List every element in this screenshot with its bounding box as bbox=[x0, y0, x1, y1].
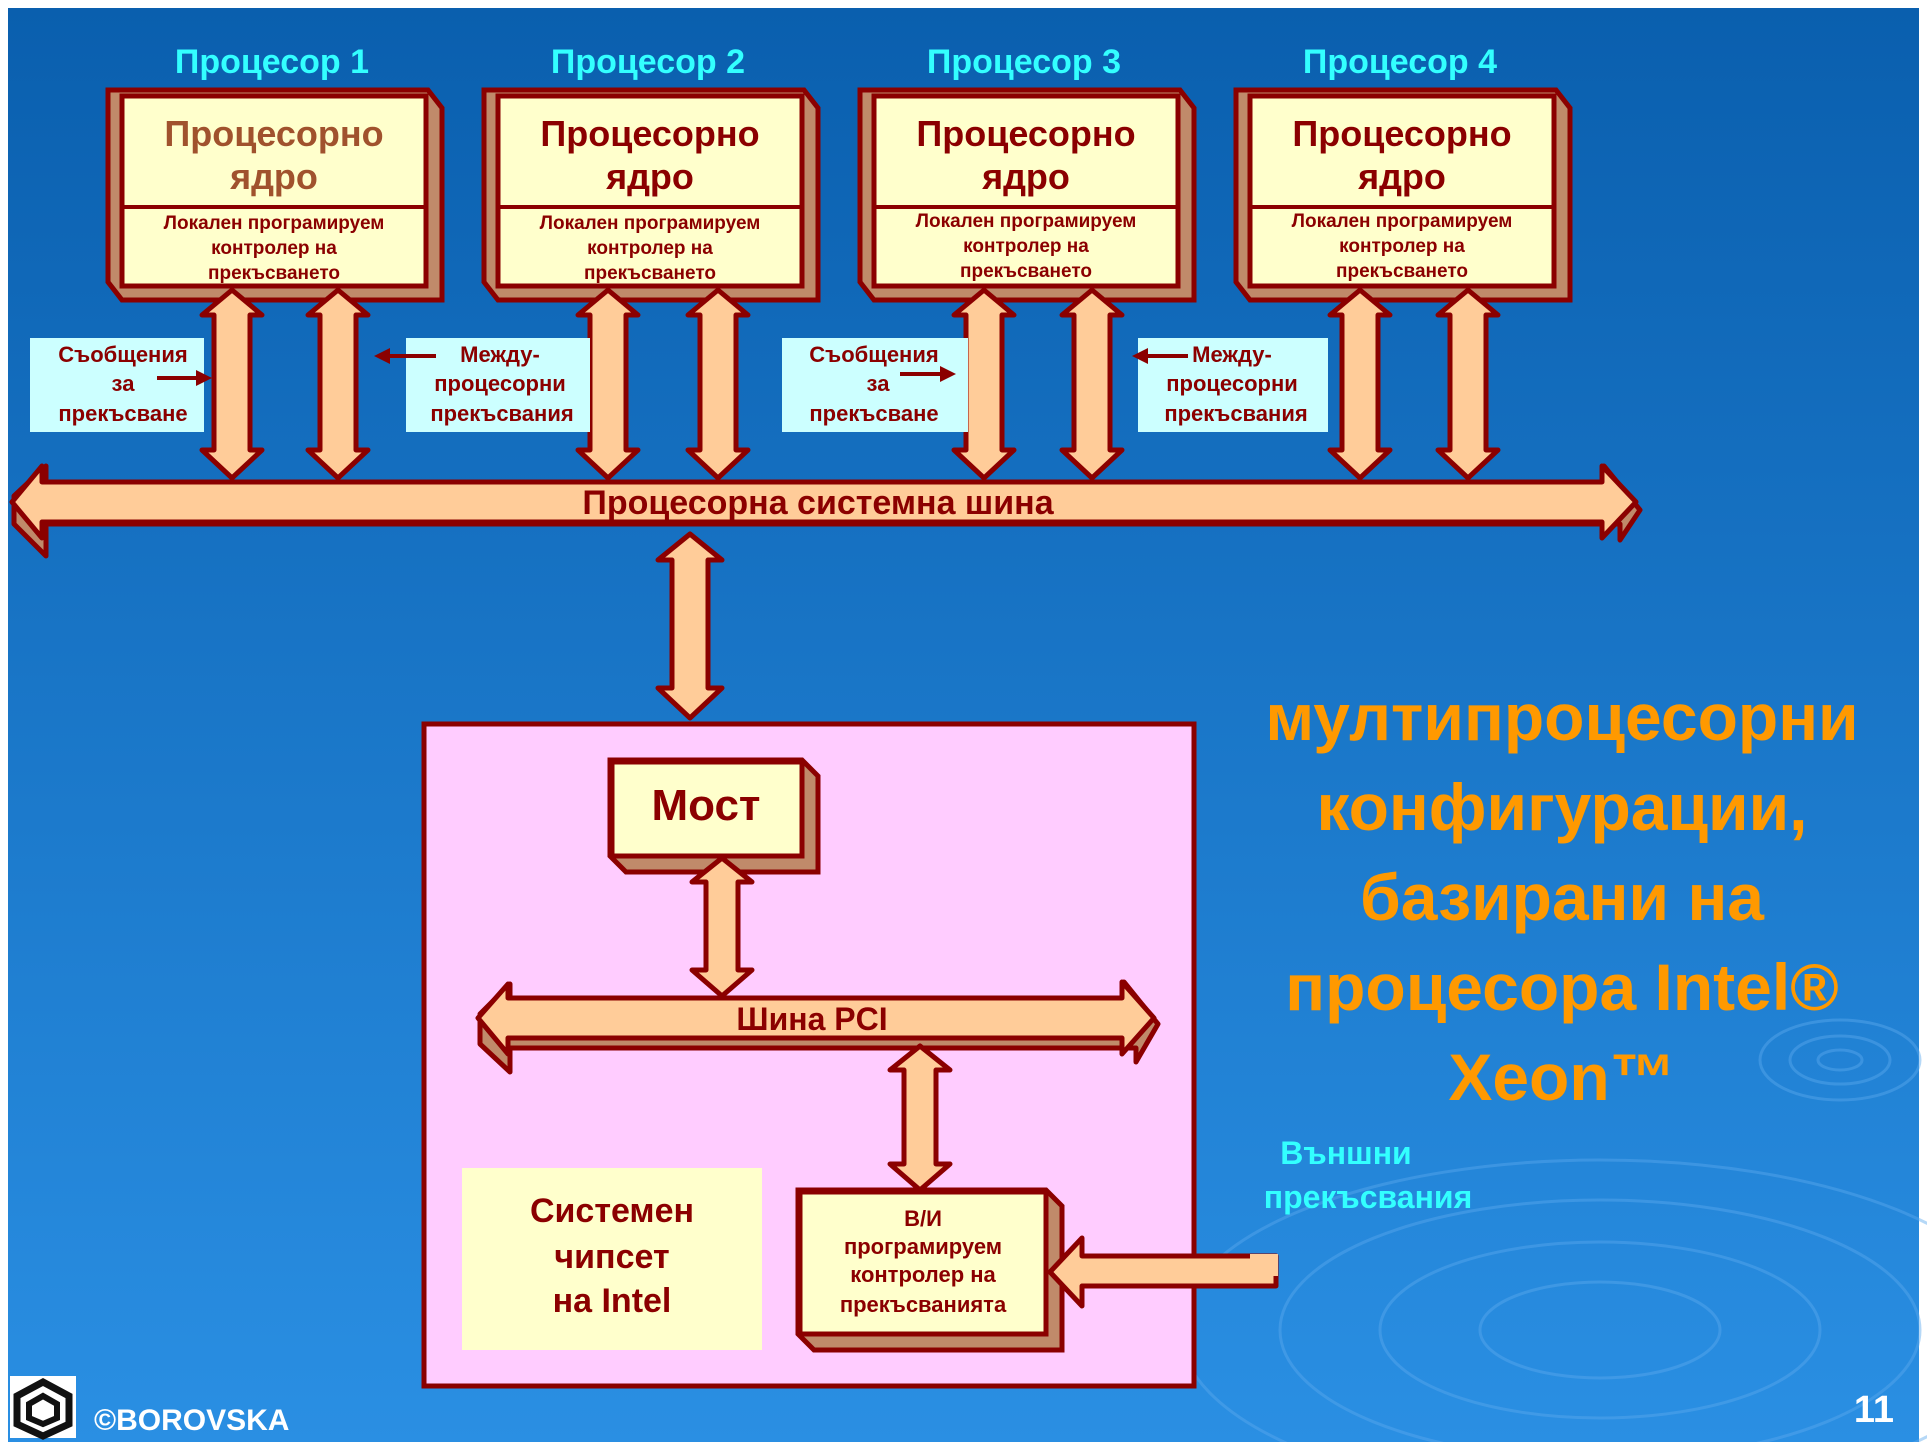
bus-link-arrow bbox=[199, 287, 265, 481]
label-text: Съобщения bbox=[58, 342, 187, 367]
apic-label: контролер на bbox=[1339, 236, 1465, 257]
pci-bus-label: Шина PCI bbox=[736, 1001, 887, 1037]
processor-3: Процесорно ядро Локален програмируем кон… bbox=[857, 87, 1197, 303]
processor-titles: Процесор 1 Процесор 2 Процесор 3 Процесо… bbox=[175, 43, 1497, 81]
apic-label: прекъсването bbox=[208, 263, 340, 284]
title-line: процесора Intel® bbox=[1285, 950, 1839, 1024]
title-line: базирани на bbox=[1360, 860, 1765, 934]
bus-link-arrow bbox=[1327, 287, 1393, 481]
title-line: Xeon™ bbox=[1448, 1040, 1675, 1114]
chipset-text: на Intel bbox=[553, 1282, 672, 1320]
core-label: Процесорно bbox=[1292, 113, 1511, 154]
copyright-text: ©BOROVSKA bbox=[94, 1404, 289, 1437]
io-apic: В/И програмируем контролер на прекъсвани… bbox=[795, 1187, 1065, 1353]
apic-label: прекъсването bbox=[584, 263, 716, 284]
external-interrupts-label: прекъсвания bbox=[1264, 1179, 1473, 1215]
arrow-head bbox=[374, 348, 390, 364]
label-text: прекъсвания bbox=[1164, 401, 1307, 426]
io-apic-text: В/И bbox=[904, 1206, 942, 1231]
messages-label-2: Съобщения за прекъсване bbox=[782, 338, 968, 432]
processor-title: Процесор 4 bbox=[1303, 43, 1497, 81]
apic-label: Локален програмируем bbox=[540, 213, 761, 234]
processor-4: Процесорно ядро Локален програмируем кон… bbox=[1233, 87, 1573, 303]
arrow-head bbox=[196, 370, 212, 386]
bridge: Мост bbox=[607, 757, 821, 875]
processor-core-box bbox=[1247, 93, 1557, 289]
pci-bus: Шина PCI bbox=[475, 979, 1161, 1075]
io-apic-text: прекъсванията bbox=[840, 1292, 1007, 1317]
processor-core-box bbox=[495, 93, 805, 289]
io-apic-box bbox=[797, 1189, 1049, 1337]
messages-label-1: Съобщения за прекъсване bbox=[30, 338, 212, 432]
label-text: прекъсване bbox=[809, 401, 938, 426]
apic-label: прекъсването bbox=[1336, 261, 1468, 282]
label-text: Съобщения bbox=[809, 342, 938, 367]
processor-2: Процесорно ядро Локален програмируем кон… bbox=[481, 87, 821, 303]
apic-label: прекъсването bbox=[960, 261, 1092, 282]
apic-label: контролер на bbox=[963, 236, 1089, 257]
bridge-label: Мост bbox=[652, 781, 761, 830]
external-interrupt-arrow bbox=[1047, 1235, 1279, 1309]
apic-label: контролер на bbox=[211, 238, 337, 259]
arrow-head bbox=[940, 366, 956, 382]
label-text: Между- bbox=[460, 342, 540, 367]
core-label: ядро bbox=[1357, 156, 1446, 197]
label-text: прекъсване bbox=[58, 401, 187, 426]
bridge-box bbox=[609, 759, 805, 859]
label-text: прекъсвания bbox=[430, 401, 573, 426]
apic-label: контролер на bbox=[587, 238, 713, 259]
chipset-text: Системен bbox=[530, 1192, 694, 1230]
slide-title: мултипроцесорни конфигурации, базирани н… bbox=[1265, 680, 1858, 1114]
core-label: ядро bbox=[605, 156, 694, 197]
page-number: 11 bbox=[1854, 1389, 1894, 1431]
chipset-text: чипсет bbox=[554, 1238, 669, 1276]
external-interrupt-arrow-tail bbox=[1250, 1254, 1278, 1276]
io-apic-text: програмируем bbox=[844, 1234, 1002, 1259]
system-bus-label: Процесорна системна шина bbox=[582, 484, 1054, 522]
bus-bridge-link-arrow bbox=[655, 531, 725, 721]
processor-title: Процесор 1 bbox=[175, 43, 369, 81]
bus-link-arrow bbox=[1435, 287, 1501, 481]
processor-core-box bbox=[119, 93, 429, 289]
system-bus: Процесорна системна шина bbox=[9, 463, 1643, 559]
apic-label: Локален програмируем bbox=[1292, 211, 1513, 232]
apic-label: Локален програмируем bbox=[916, 211, 1137, 232]
footer-logo bbox=[10, 1376, 76, 1440]
core-label: Процесорно bbox=[164, 113, 383, 154]
bus-link-arrow bbox=[951, 287, 1017, 481]
apic-label: Локален програмируем bbox=[164, 213, 385, 234]
bus-link-arrow bbox=[1059, 287, 1125, 481]
processor-1: Процесорно ядро Локален програмируем кон… bbox=[105, 87, 445, 303]
ipi-label-1: Между- процесорни прекъсвания bbox=[374, 338, 590, 432]
ipi-label-2: Между- процесорни прекъсвания bbox=[1132, 338, 1328, 432]
bus-link-arrow bbox=[575, 287, 641, 481]
processor-title: Процесор 2 bbox=[551, 43, 745, 81]
bus-link-arrow bbox=[685, 287, 751, 481]
label-text: за bbox=[112, 371, 136, 396]
label-text: процесорни bbox=[1166, 371, 1298, 396]
arrow-head bbox=[1132, 348, 1148, 364]
logo-mark-icon bbox=[13, 1378, 73, 1440]
core-label: Процесорно bbox=[916, 113, 1135, 154]
core-label: Процесорно bbox=[540, 113, 759, 154]
io-apic-text: контролер на bbox=[850, 1262, 996, 1287]
label-text: процесорни bbox=[434, 371, 566, 396]
core-label: ядро bbox=[981, 156, 1070, 197]
core-label: ядро bbox=[229, 156, 318, 197]
title-line: конфигурации, bbox=[1316, 770, 1807, 844]
processor-title: Процесор 3 bbox=[927, 43, 1121, 81]
external-interrupts-label: Външни bbox=[1280, 1135, 1411, 1171]
title-line: мултипроцесорни bbox=[1265, 680, 1858, 754]
label-text: Между- bbox=[1192, 342, 1272, 367]
bus-link-arrow bbox=[305, 287, 371, 481]
label-text: за bbox=[867, 371, 891, 396]
processor-core-box bbox=[871, 93, 1181, 289]
processor-bus-links bbox=[199, 287, 1501, 481]
intel-chipset-label: Системен чипсет на Intel bbox=[462, 1168, 762, 1350]
